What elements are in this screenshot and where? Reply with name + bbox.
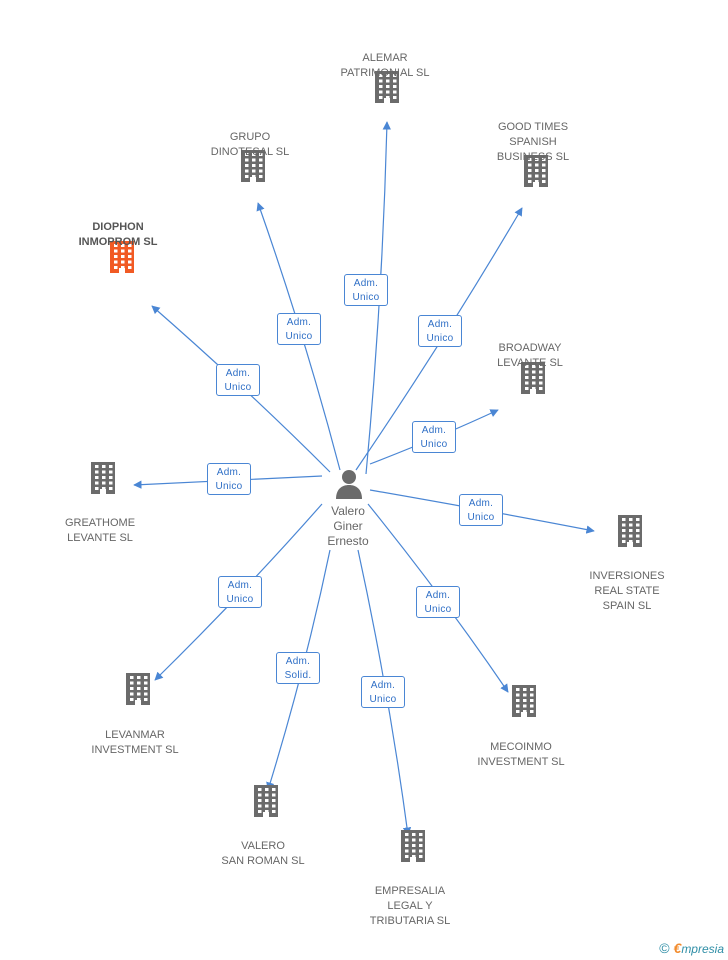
company-label-valerosr[interactable]: VALERO SAN ROMAN SL xyxy=(221,840,305,867)
company-label-goodtimes[interactable]: GOOD TIMES SPANISH BUSINESS SL xyxy=(496,121,570,163)
building-icon[interactable] xyxy=(521,153,551,187)
company-label-greathome[interactable]: GREATHOME LEVANTE SL xyxy=(64,517,136,544)
building-icon[interactable] xyxy=(251,783,281,817)
building-icon[interactable] xyxy=(88,460,118,494)
role-badge-levanmar: Adm. Unico xyxy=(218,576,262,608)
role-badge-broadway: Adm. Unico xyxy=(412,421,456,453)
building-icon[interactable] xyxy=(238,148,268,182)
company-label-empresalia[interactable]: EMPRESALIA LEGAL Y TRIBUTARIA SL xyxy=(369,885,451,927)
person-name[interactable]: Valero Giner Ernesto xyxy=(327,504,369,548)
person-icon[interactable] xyxy=(334,468,364,500)
building-icon[interactable] xyxy=(398,828,428,862)
building-icon[interactable] xyxy=(509,683,539,717)
role-badge-empresalia: Adm. Unico xyxy=(361,676,405,708)
company-label-inversiones[interactable]: INVERSIONES REAL STATE SPAIN SL xyxy=(589,570,665,612)
role-badge-greathome: Adm. Unico xyxy=(207,463,251,495)
role-badge-goodtimes: Adm. Unico xyxy=(418,315,462,347)
role-badge-grupo: Adm. Unico xyxy=(277,313,321,345)
role-badge-inversiones: Adm. Unico xyxy=(459,494,503,526)
building-icon[interactable] xyxy=(615,513,645,547)
role-badge-alemar: Adm. Unico xyxy=(344,274,388,306)
building-icon[interactable] xyxy=(518,360,548,394)
company-label-grupo[interactable]: GRUPO DINOTESAL SL xyxy=(210,131,290,158)
role-badge-diophon: Adm. Unico xyxy=(216,364,260,396)
company-label-diophon[interactable]: DIOPHON INMOPROM SL xyxy=(78,221,158,248)
role-badge-mecoinmo: Adm. Unico xyxy=(416,586,460,618)
company-label-mecoinmo[interactable]: MECOINMO INVESTMENT SL xyxy=(477,741,565,768)
building-icon[interactable] xyxy=(107,239,137,273)
company-label-broadway[interactable]: BROADWAY LEVANTE SL xyxy=(497,342,563,369)
company-label-levanmar[interactable]: LEVANMAR INVESTMENT SL xyxy=(91,729,179,756)
role-badge-valerosr: Adm. Solid. xyxy=(276,652,320,684)
building-icon[interactable] xyxy=(372,69,402,103)
brand-logo: €mpresia xyxy=(673,940,724,956)
copyright-icon: © xyxy=(659,940,670,956)
footer-brand: © €mpresia xyxy=(659,940,724,956)
building-icon[interactable] xyxy=(123,671,153,705)
company-label-alemar[interactable]: ALEMAR PATRIMONIAL SL xyxy=(340,52,430,79)
